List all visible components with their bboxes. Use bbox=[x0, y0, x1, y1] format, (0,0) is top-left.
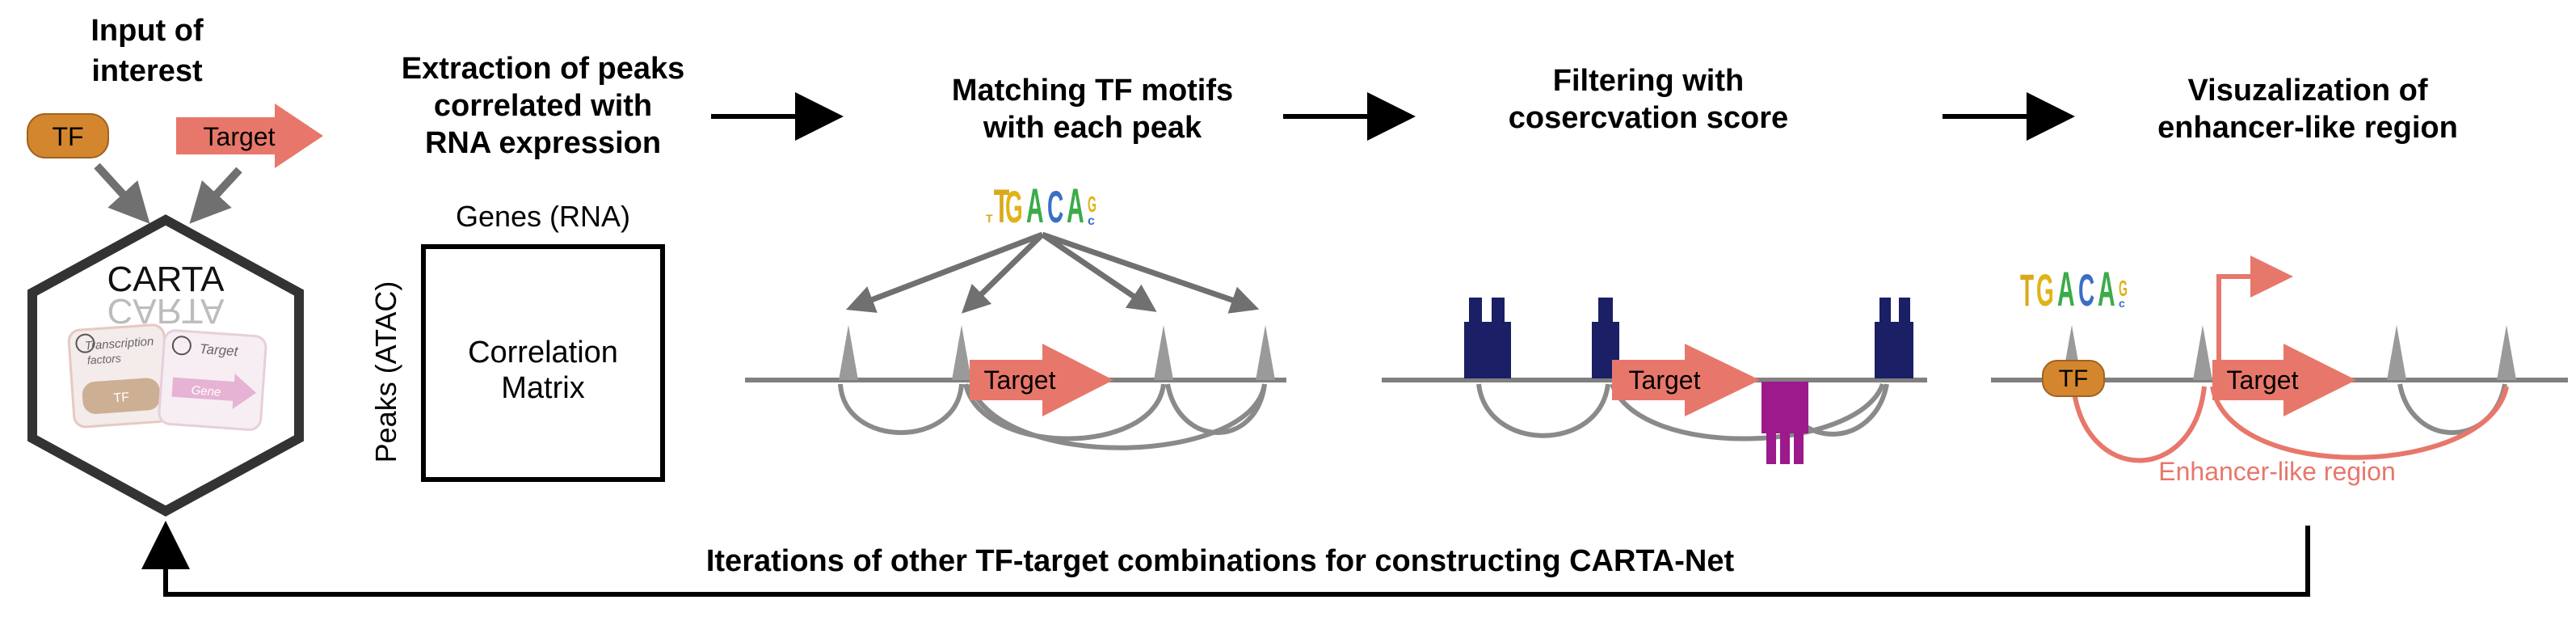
genes-rna-label: Genes (RNA) bbox=[456, 200, 630, 233]
svg-text:T: T bbox=[2020, 266, 2034, 316]
iteration-loop: Iterations of other TF-target combinatio… bbox=[141, 521, 2310, 597]
step4-motif-logo: T G A C A G c bbox=[2020, 263, 2128, 317]
svg-text:A: A bbox=[1067, 180, 1084, 234]
logo-right-arrow-text: Gene bbox=[191, 383, 221, 399]
tf-pill-label: TF bbox=[52, 122, 83, 151]
svg-text:A: A bbox=[2057, 263, 2075, 317]
step1-title-line1: Extraction of peaks bbox=[402, 52, 685, 86]
target-arrow-shape bbox=[176, 104, 323, 168]
loop-back-arrow bbox=[141, 521, 2310, 597]
step2-target-label: Target bbox=[984, 365, 1056, 395]
step4-target-arrow bbox=[2212, 344, 2356, 416]
tss-arrowhead bbox=[2250, 256, 2293, 298]
svg-text:T: T bbox=[986, 212, 993, 225]
step2-target-arrow bbox=[970, 344, 1113, 416]
step4-peaks bbox=[2062, 325, 2516, 380]
correlation-matrix bbox=[421, 244, 665, 482]
matrix-label-line1: Correlation bbox=[468, 336, 618, 370]
matrix-label-line2: Matrix bbox=[501, 371, 584, 405]
enhancer-region-label: Enhancer-like region bbox=[2158, 457, 2396, 486]
step2-title-line1: Matching TF motifs bbox=[952, 74, 1233, 108]
step3-title-line2: cosercvation score bbox=[1509, 101, 1788, 135]
carta-label-reflection: CARTA bbox=[107, 291, 225, 331]
enhancer-loops bbox=[2071, 386, 2509, 463]
motif-match-arrows bbox=[845, 231, 1260, 314]
step2-panel: Matching TF motifs with each peak T T G … bbox=[745, 74, 1286, 450]
step4-gray-loops bbox=[2397, 383, 2507, 435]
step3-target-arrow bbox=[1612, 344, 1760, 416]
step1-title-line3: RNA expression bbox=[425, 126, 661, 160]
step4-tf-label: TF bbox=[2059, 365, 2089, 392]
input-title-line2: interest bbox=[91, 54, 203, 88]
step1-title-line2: correlated with bbox=[434, 89, 652, 123]
step3-target-label: Target bbox=[1629, 365, 1701, 395]
svg-text:c: c bbox=[1088, 214, 1095, 228]
step3-title-line1: Filtering with bbox=[1553, 64, 1744, 98]
carta-label: CARTA bbox=[107, 260, 225, 299]
svg-text:C: C bbox=[1047, 183, 1063, 233]
logo-right-line1: Target bbox=[199, 341, 239, 359]
input-title-line1: Input of bbox=[90, 14, 204, 48]
step4-target-label: Target bbox=[2227, 365, 2299, 395]
svg-text:T: T bbox=[994, 180, 1010, 232]
step4-title-line2: enhancer-like region bbox=[2157, 111, 2458, 145]
logo-left-line2: factors bbox=[86, 352, 121, 367]
logo-transcription-factors: Transcription factors TF bbox=[67, 323, 170, 429]
svg-text:A: A bbox=[2098, 263, 2115, 317]
step4-panel: Visuzalization of enhancer-like region T… bbox=[1991, 74, 2568, 486]
logo-left-pill-text: TF bbox=[113, 391, 130, 405]
step2-loops bbox=[838, 382, 1267, 450]
peaks-atac-label: Peaks (ATAC) bbox=[369, 281, 402, 463]
logo-target-gene: Target Gene bbox=[158, 329, 267, 431]
target-to-carta-arrow bbox=[189, 167, 242, 224]
step3-panel: Filtering with cosercvation score Target bbox=[1382, 64, 1927, 464]
iteration-label: Iterations of other TF-target combinatio… bbox=[706, 544, 1735, 578]
svg-text:G: G bbox=[2119, 276, 2128, 302]
motif-logo: T T G A C A G c bbox=[986, 180, 1096, 234]
step2-peaks bbox=[839, 325, 1275, 380]
svg-text:G: G bbox=[2036, 266, 2054, 316]
conservation-bars-navy bbox=[1464, 298, 1913, 378]
svg-text:c: c bbox=[2119, 297, 2125, 310]
tf-to-carta-arrow bbox=[94, 163, 150, 224]
svg-text:A: A bbox=[1026, 180, 1044, 234]
target-arrow-label: Target bbox=[204, 122, 276, 151]
tss-arrow bbox=[2216, 274, 2250, 380]
step1-panel: Extraction of peaks correlated with RNA … bbox=[369, 52, 685, 482]
tf-pill bbox=[27, 113, 109, 158]
svg-text:G: G bbox=[1088, 192, 1096, 218]
logo-left-line1: Transcription bbox=[84, 335, 154, 353]
input-panel: Input of interest TF Target CARTA CARTA … bbox=[27, 14, 323, 517]
step4-title-line1: Visuzalization of bbox=[2187, 74, 2427, 108]
step2-title-line2: with each peak bbox=[983, 111, 1202, 145]
conservation-bars-magenta bbox=[1762, 382, 1808, 464]
svg-text:G: G bbox=[1005, 183, 1023, 233]
step4-tf-pill bbox=[2042, 360, 2105, 397]
svg-text:C: C bbox=[2078, 266, 2094, 316]
